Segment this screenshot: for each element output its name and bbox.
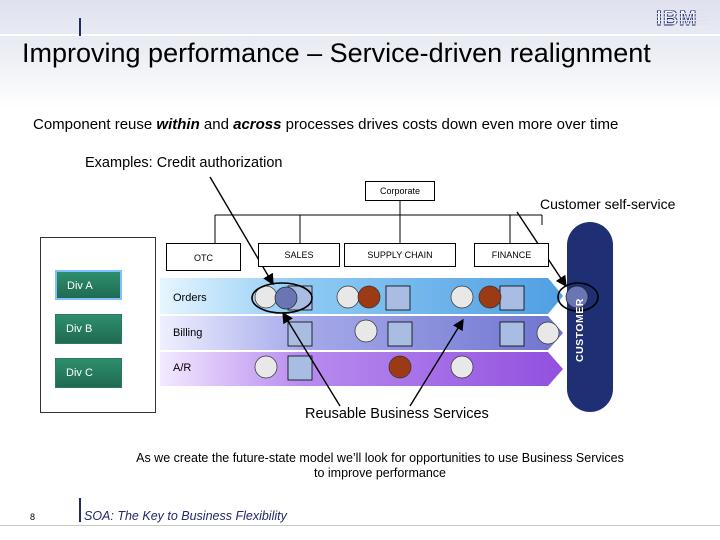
customer-self-service-label: Customer self-service [540, 196, 676, 212]
function-box-supply-chain: SUPPLY CHAIN [344, 243, 456, 267]
slide-header [0, 0, 720, 108]
function-box-otc: OTC [166, 243, 241, 271]
corporate-box: Corporate [365, 181, 435, 201]
customer-pill [567, 222, 613, 412]
service-circles-blue [274, 285, 589, 310]
reusable-arrows [282, 311, 464, 407]
service-circles [254, 285, 560, 379]
reusable-services-label: Reusable Business Services [305, 406, 489, 422]
subtitle-part: Component reuse [33, 116, 157, 133]
ibm-logo: IBM [655, 7, 709, 28]
subtitle-emphasis-within: within [156, 116, 200, 133]
bottom-note: As we create the future-state model we’l… [136, 451, 624, 480]
process-label-billing: Billing [173, 327, 203, 339]
service-circles-brown [357, 285, 502, 379]
page-number: 8 [30, 512, 36, 522]
process-label-orders: Orders [173, 292, 207, 304]
division-box-b: Div B [55, 314, 122, 344]
examples-label: Examples: Credit authorization [85, 155, 283, 171]
footer-divider [0, 525, 720, 526]
ar-band [160, 352, 563, 386]
subtitle: Component reuse within and across proces… [33, 116, 618, 133]
subtitle-emphasis-across: across [233, 116, 282, 133]
header-accent-line [79, 18, 81, 36]
page-title: Improving performance – Service-driven r… [22, 38, 651, 68]
process-label-ar: A/R [173, 362, 192, 374]
header-divider [0, 34, 720, 36]
reuse-highlights [251, 282, 599, 314]
hierarchy-connectors [214, 200, 543, 243]
division-box-c: Div C [55, 358, 122, 388]
function-box-finance: FINANCE [474, 243, 549, 267]
footer-text: SOA: The Key to Business Flexibility [84, 509, 287, 523]
function-box-sales: SALES [258, 243, 340, 267]
footer-accent-line [79, 498, 81, 522]
division-box-a: Div A [55, 270, 122, 300]
subtitle-part: and [199, 116, 234, 133]
subtitle-part: processes drives costs down even more ov… [281, 116, 619, 133]
customer-label: CUSTOMER [574, 298, 586, 362]
